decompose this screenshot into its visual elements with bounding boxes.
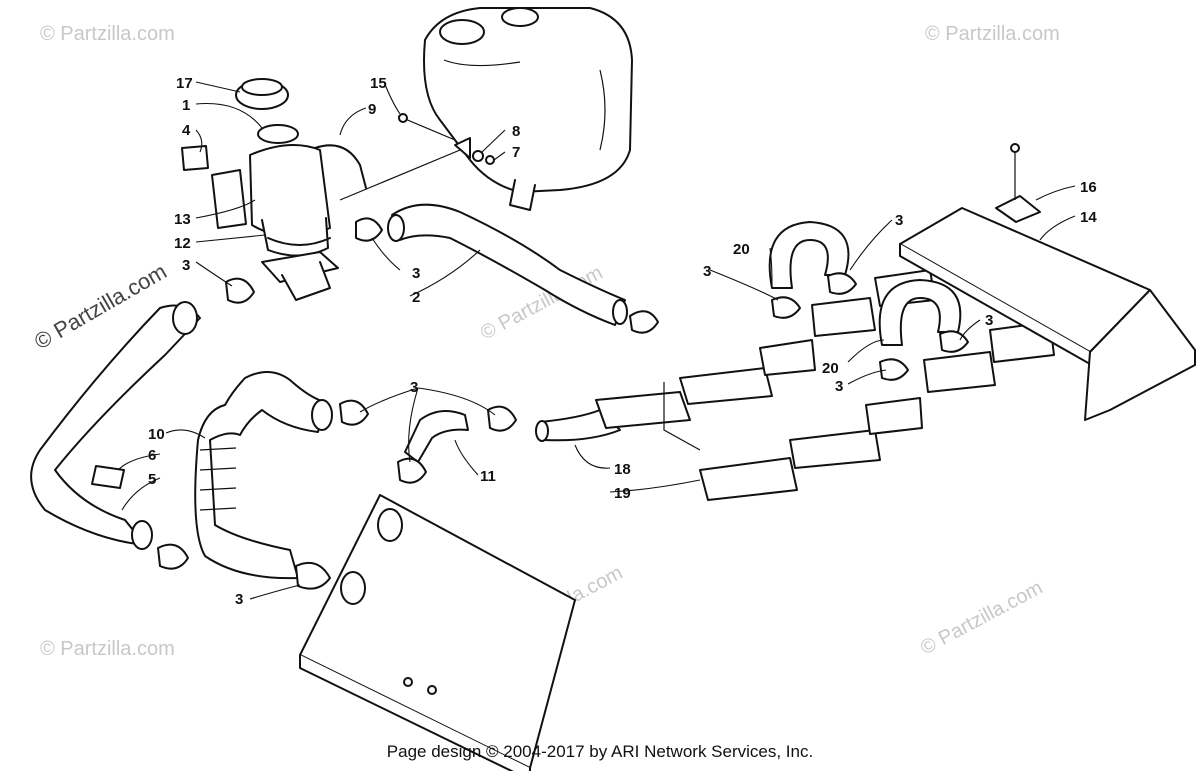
clamp-ubend-b <box>827 272 857 295</box>
clamp-upper <box>355 217 383 242</box>
callout-3a: 3 <box>182 257 190 274</box>
callout-14: 14 <box>1080 209 1097 226</box>
decal <box>181 145 209 171</box>
hose-clip <box>91 465 125 489</box>
footer-copyright: Page design © 2004-2017 by ARI Network S… <box>386 742 814 761</box>
short-hose <box>397 405 621 484</box>
middle-hose <box>194 371 369 590</box>
reservoir-bottle <box>181 78 367 301</box>
clamp-middle-bottom <box>295 562 331 590</box>
callout-12: 12 <box>174 235 191 252</box>
callout-9: 9 <box>368 101 376 118</box>
callout-3f: 3 <box>835 378 843 395</box>
callout-10: 10 <box>148 426 165 443</box>
clamp-left-bottom <box>157 543 189 570</box>
clamp-middle-top <box>339 399 369 426</box>
bottle-neck <box>257 124 299 144</box>
callout-18: 18 <box>614 461 631 478</box>
callout-3d: 3 <box>895 212 903 229</box>
bottom-plate <box>299 494 576 771</box>
callout-5: 5 <box>148 471 156 488</box>
callout-3b: 3 <box>412 265 420 282</box>
watermark-bottom-left: © Partzilla.com <box>40 638 175 660</box>
watermark-top-right: © Partzilla.com <box>925 23 1060 45</box>
clamp-short-top <box>487 405 517 432</box>
callout-3e: 3 <box>985 312 993 329</box>
clamp-left-top <box>225 277 255 304</box>
callout-2: 2 <box>412 289 420 306</box>
callout-3c: 3 <box>703 263 711 280</box>
callout-16: 16 <box>1080 179 1097 196</box>
callout-3h: 3 <box>235 591 243 608</box>
coolant-tank <box>423 7 633 211</box>
callout-11: 11 <box>480 468 496 485</box>
mount-screw <box>339 113 495 201</box>
watermark-bottom-right: © Partzilla.com <box>917 577 1046 660</box>
callouts: 17 1 4 13 12 3 15 9 8 7 3 2 20 3 3 16 14… <box>148 75 1097 608</box>
watermark-top-left: © Partzilla.com <box>40 23 175 45</box>
clamp-short-bottom <box>397 457 427 484</box>
callout-20b: 20 <box>822 360 839 377</box>
pipe-18 <box>539 409 621 442</box>
overflow-hose <box>314 144 367 189</box>
left-hose <box>30 277 255 570</box>
intercooler-plate <box>899 143 1196 421</box>
leader-lines <box>117 81 1076 600</box>
callout-3g: 3 <box>410 379 418 396</box>
callout-19: 19 <box>614 485 631 502</box>
callout-6: 6 <box>148 447 156 464</box>
clamp-ubend-a <box>771 296 801 319</box>
callout-17: 17 <box>176 75 193 92</box>
callout-13: 13 <box>174 211 191 228</box>
clamp-hose-end <box>629 310 659 334</box>
clamp-ubend-c <box>879 358 909 381</box>
callout-7: 7 <box>512 144 520 161</box>
u-bends <box>768 221 969 381</box>
upper-hose <box>355 203 659 334</box>
callout-15: 15 <box>370 75 387 92</box>
callout-8: 8 <box>512 123 520 140</box>
callout-1: 1 <box>182 97 190 114</box>
callout-4: 4 <box>182 122 191 139</box>
callout-20a: 20 <box>733 241 750 258</box>
clamp-ubend-d <box>939 330 969 353</box>
